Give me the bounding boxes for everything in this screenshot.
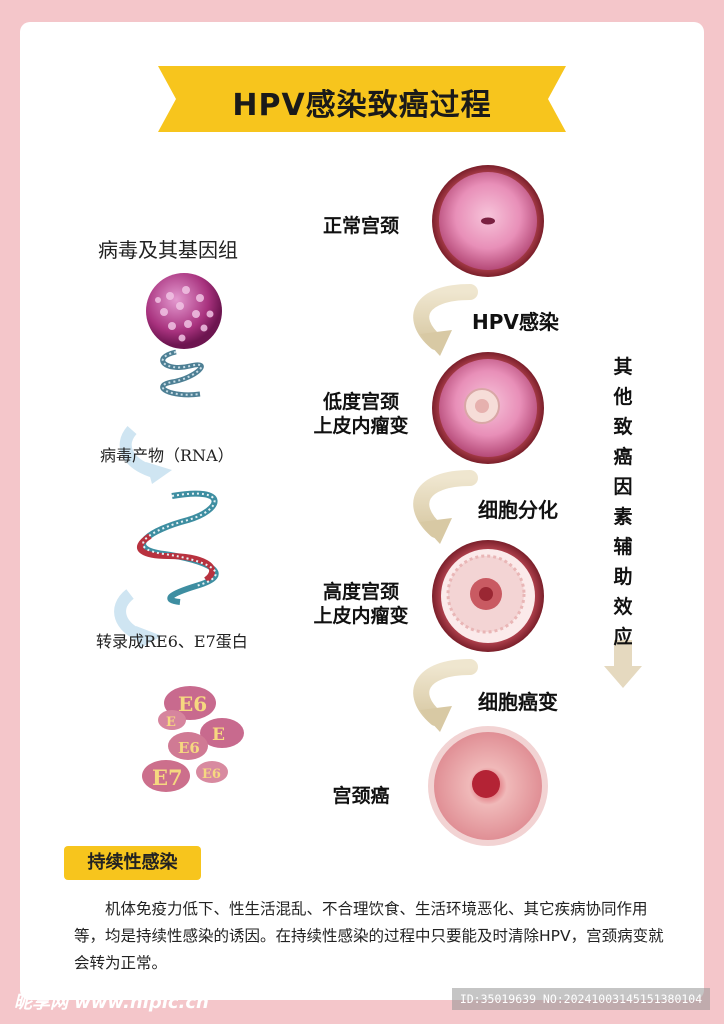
virus-icon (146, 273, 222, 398)
step-arrow-2 (413, 470, 478, 544)
high-grade-cervix-image (432, 540, 544, 652)
side-factor-text: 其他致癌因素辅助效应 (613, 356, 633, 648)
stage-label-normal: 正常宫颈 (322, 215, 399, 237)
low-grade-cervix-image (432, 352, 544, 464)
cervical-cancer-image (428, 726, 548, 846)
protein-tag-6: E6 (202, 767, 221, 782)
step-arrow-3 (413, 659, 478, 732)
section-paragraph: 机体免疫力低下、性生活混乱、不合理饮食、生活环境恶化、其它疾病协同作用等，均是持… (74, 900, 664, 972)
watermark-left: 昵享网 www.nipic.cn (14, 992, 209, 1013)
left-arrow-2 (114, 589, 145, 642)
left-arrow-2-head (136, 626, 162, 648)
rna-strand-icon (137, 490, 219, 605)
stage-label-low-grade: 低度宫颈 上皮内瘤变 (313, 391, 409, 437)
virus-label: 病毒及其基因组 (98, 238, 238, 262)
protein-tag-4: E (212, 725, 225, 745)
protein-tag-5: E7 (152, 765, 183, 790)
left-arrow-1 (119, 426, 157, 478)
step-label-hpv-infection: HPV感染 (472, 310, 559, 334)
watermark-right: ID:35019639 NO:20241003145151380104 (452, 988, 710, 1010)
normal-cervix-image (432, 165, 544, 277)
step-label-cell-cancerization: 细胞癌变 (478, 690, 558, 714)
protein-labels: E6 E E6 E E7 E6 (152, 692, 225, 790)
section-tag: 持续性感染 (64, 846, 201, 880)
title-banner (158, 66, 566, 132)
page-title: HPV感染致癌过程 (232, 88, 492, 123)
protein-tag-1: E6 (178, 692, 207, 716)
stage-label-high-grade: 高度宫颈 上皮内瘤变 (313, 581, 409, 627)
content-card (20, 22, 704, 1000)
protein-tag-2: E (166, 715, 176, 730)
step-arrow-1 (413, 284, 478, 356)
side-arrow (604, 640, 642, 688)
rna-label: 病毒产物（RNA） (100, 446, 234, 465)
protein-label: 转录成RE6、E7蛋白 (96, 632, 248, 651)
protein-tag-3: E6 (178, 739, 200, 757)
protein-cluster-icon (142, 686, 244, 792)
left-arrow-1-head (146, 462, 172, 484)
stage-label-cancer: 宫颈癌 (332, 785, 390, 807)
step-label-cell-differentiation: 细胞分化 (478, 498, 558, 522)
